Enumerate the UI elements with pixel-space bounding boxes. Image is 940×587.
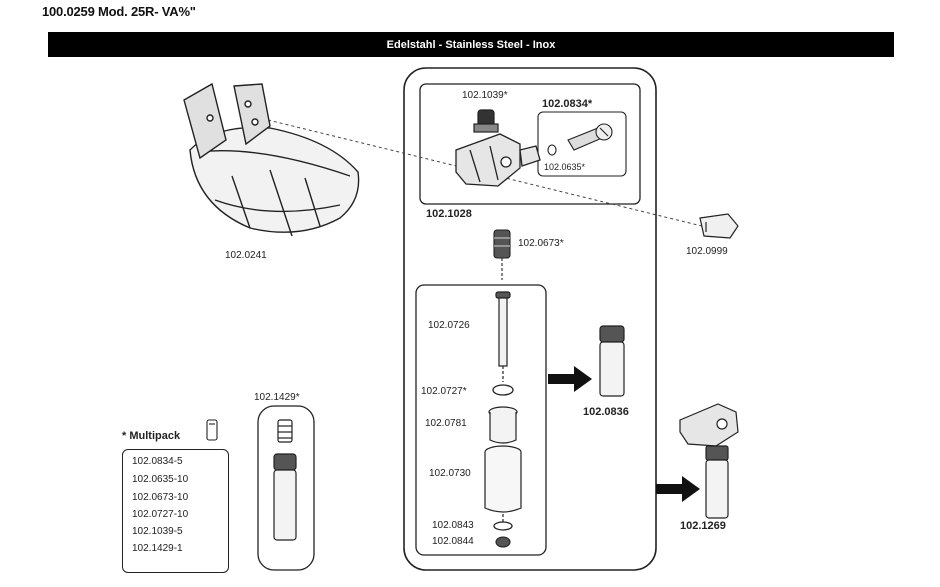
filter-set-drawing xyxy=(273,419,297,541)
label-assembly-0836: 102.0836 xyxy=(583,406,629,418)
multipack-icon xyxy=(206,419,218,441)
label-washer-1: 102.0843 xyxy=(432,520,474,531)
label-end-piece: 102.0999 xyxy=(686,246,728,257)
multipack-item: 102.0834-5 xyxy=(132,456,183,467)
screw-drawing xyxy=(547,123,613,156)
label-assembly-1269: 102.1269 xyxy=(680,520,726,532)
filter-cap-drawing xyxy=(473,109,499,133)
label-filter-set: 102.1429* xyxy=(254,392,300,403)
label-washer-2: 102.0844 xyxy=(432,536,474,547)
valve-box xyxy=(419,83,641,205)
assembly-frame xyxy=(403,67,657,571)
valve-pin-drawing xyxy=(495,291,511,382)
dashed-line-bowl-valve xyxy=(267,119,711,229)
label-valve-body: 102.1028 xyxy=(426,208,472,220)
valve-body-drawing xyxy=(455,133,541,187)
bowl-drawing xyxy=(183,82,360,237)
ring-drawing xyxy=(492,384,514,396)
screw-box xyxy=(537,111,627,177)
multipack-item: 102.0673-10 xyxy=(132,492,189,503)
multipack-item: 102.0727-10 xyxy=(132,509,189,520)
washer-1-drawing xyxy=(493,521,513,531)
cartridge-box xyxy=(415,284,547,556)
label-tube: 102.0730 xyxy=(429,468,471,479)
label-screw-box: 102.0834* xyxy=(542,98,593,110)
washer-2-drawing xyxy=(495,536,511,548)
label-sleeve: 102.0781 xyxy=(425,418,467,429)
material-banner-text: Edelstahl - Stainless Steel - Inox xyxy=(386,38,556,51)
label-filter-cap: 102.1039* xyxy=(462,90,508,101)
assembly-1269-drawing xyxy=(679,403,739,519)
label-bowl: 102.0241 xyxy=(225,250,267,261)
arrow-to-1269 xyxy=(656,476,700,502)
label-ring: 102.0727* xyxy=(421,386,467,397)
arrow-to-0836 xyxy=(548,366,592,392)
material-banner: Edelstahl - Stainless Steel - Inox xyxy=(48,32,894,57)
label-seal-small: 102.0635* xyxy=(544,162,586,172)
spring-insert-drawing xyxy=(493,229,511,280)
multipack-heading: * Multipack xyxy=(122,430,181,442)
end-piece-drawing xyxy=(699,213,739,239)
filter-box xyxy=(257,405,315,571)
multipack-box xyxy=(122,449,229,573)
label-spring-insert: 102.0673* xyxy=(518,238,564,249)
label-valve-pin: 102.0726 xyxy=(428,320,470,331)
multipack-item: 102.1429-1 xyxy=(132,543,183,554)
tube-drawing xyxy=(484,445,522,522)
multipack-item: 102.0635-10 xyxy=(132,474,189,485)
sleeve-drawing xyxy=(488,406,518,444)
assembly-0836-drawing xyxy=(599,325,625,397)
multipack-item: 102.1039-5 xyxy=(132,526,183,537)
page-title: 100.0259 Mod. 25R- VA%" xyxy=(42,4,196,19)
